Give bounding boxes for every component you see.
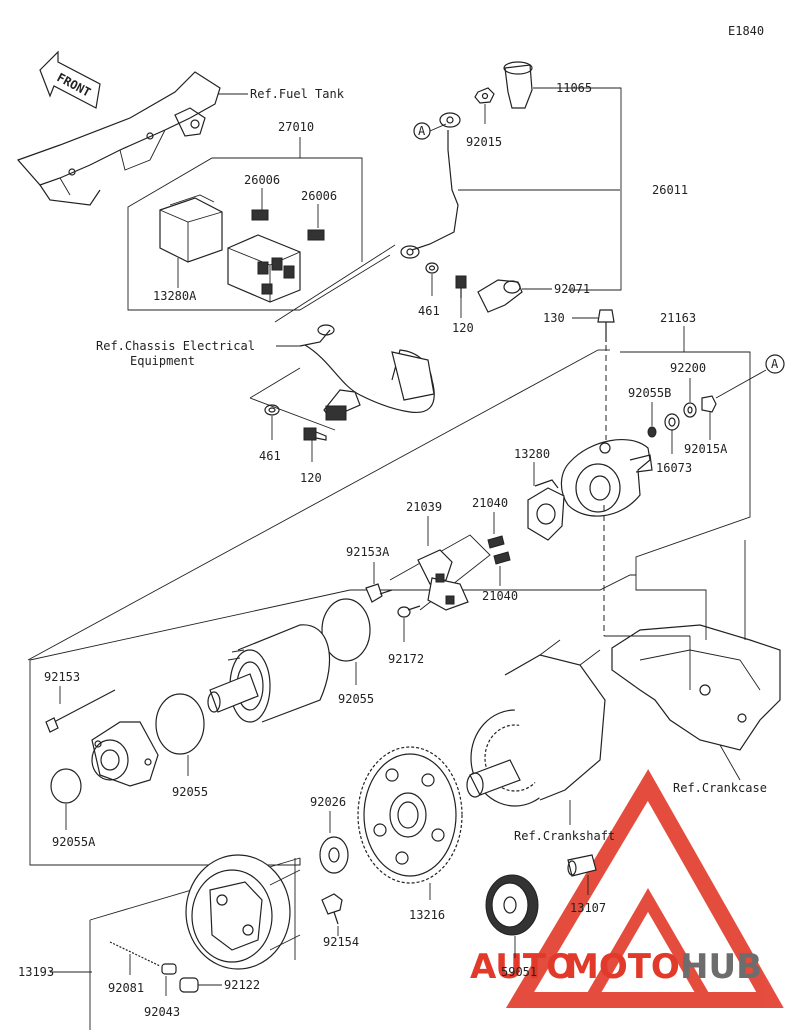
starter-idle-gear [357, 746, 463, 884]
washer-461-lower [264, 404, 280, 416]
label-130: 130 [543, 311, 565, 325]
shaft-13107 [567, 854, 597, 877]
bolt-120-upper [455, 275, 467, 298]
label-92015: 92015 [466, 135, 502, 149]
label-21040-a: 21040 [472, 496, 508, 510]
oring-92055b [647, 426, 657, 438]
starter-end-cover [560, 439, 653, 517]
ref-chassis-line2: Equipment [130, 354, 195, 368]
label-26006-a: 26006 [244, 173, 280, 187]
watermark-text-moto: MOTO [565, 947, 680, 987]
watermark-logo [505, 769, 784, 1008]
label-16073: 16073 [656, 461, 692, 475]
label-13280: 13280 [514, 447, 550, 461]
label-461-a: 461 [418, 304, 440, 318]
bolt-130 [597, 309, 615, 342]
watermark-text-auto: AUTO [470, 947, 575, 987]
starter-front-cover [91, 721, 159, 787]
nut-92015 [474, 87, 495, 104]
label-92015a: 92015A [684, 442, 728, 456]
label-92153a: 92153A [346, 545, 390, 559]
ref-fuel-tank: Ref.Fuel Tank [250, 87, 345, 101]
callout-a-right-label: A [771, 357, 779, 371]
callout-a-top-label: A [418, 124, 426, 138]
label-92153: 92153 [44, 670, 80, 684]
battery-cable [400, 112, 461, 259]
starter-cable [299, 324, 435, 421]
spring-92081 [109, 941, 161, 967]
label-92043: 92043 [144, 1005, 180, 1019]
label-92172: 92172 [388, 652, 424, 666]
label-26011: 26011 [652, 183, 688, 197]
terminal-cap-upper [503, 61, 533, 109]
spring-lower [493, 551, 511, 565]
label-92055a: 92055A [52, 835, 96, 849]
label-11065: 11065 [556, 81, 592, 95]
crankshaft [466, 639, 606, 807]
brush-holder [527, 479, 565, 541]
label-92026: 92026 [310, 795, 346, 809]
starter-relay [227, 234, 301, 303]
washer-461-upper [425, 262, 439, 274]
nut-92015a [701, 395, 717, 413]
front-arrow-icon [39, 50, 101, 109]
label-13216: 13216 [409, 908, 445, 922]
bushing-16073 [664, 413, 680, 431]
pin-92043 [161, 963, 177, 975]
crankcase-section [611, 540, 781, 751]
oring-92055-left [155, 693, 205, 755]
brush-plate [417, 549, 469, 611]
starter-clutch [185, 854, 301, 970]
ref-chassis-line1: Ref.Chassis Electrical [96, 339, 255, 353]
label-120-b: 120 [300, 471, 322, 485]
relay-cover [159, 194, 223, 263]
label-92071: 92071 [554, 282, 590, 296]
fuse-right [307, 229, 325, 241]
bolt-92154 [321, 893, 343, 925]
bolt-120-lower [303, 427, 327, 441]
fuse-left [251, 209, 269, 221]
gear-59051 [485, 874, 539, 936]
roller-92122 [179, 977, 199, 993]
label-13193: 13193 [18, 965, 54, 979]
fuel-tank-bracket [16, 71, 221, 206]
label-13107: 13107 [570, 901, 606, 915]
diagram-code: E1840 [728, 24, 764, 38]
label-92154: 92154 [323, 935, 359, 949]
watermark-text-hub: HUB [680, 947, 762, 987]
label-26006-b: 26006 [301, 189, 337, 203]
screw-92172 [397, 605, 421, 618]
terminal-cap-lower [477, 279, 523, 313]
label-21163: 21163 [660, 311, 696, 325]
label-92081: 92081 [108, 981, 144, 995]
label-92055b: 92055B [628, 386, 671, 400]
label-59051: 59051 [501, 965, 537, 979]
label-92200: 92200 [670, 361, 706, 375]
ref-crankshaft: Ref.Crankshaft [514, 829, 615, 843]
screw-92153a [365, 583, 393, 603]
starter-motor-body [207, 624, 331, 723]
label-21040-b: 21040 [482, 589, 518, 603]
callout-a-right [765, 354, 785, 374]
ref-crankcase: Ref.Crankcase [673, 781, 767, 795]
label-120-a: 120 [452, 321, 474, 335]
spring-upper [487, 535, 505, 549]
oring-92055a [50, 768, 82, 804]
label-92122: 92122 [224, 978, 260, 992]
washer-92200 [683, 402, 697, 418]
washer-92026 [319, 836, 349, 874]
label-21039: 21039 [406, 500, 442, 514]
callout-a-top [413, 122, 447, 140]
bolt-92153 [45, 689, 116, 733]
oring-92055-right [321, 598, 371, 662]
label-92055-right: 92055 [338, 692, 374, 706]
label-27010: 27010 [278, 120, 314, 134]
label-461-b: 461 [259, 449, 281, 463]
label-92055-left: 92055 [172, 785, 208, 799]
label-13280a: 13280A [153, 289, 197, 303]
